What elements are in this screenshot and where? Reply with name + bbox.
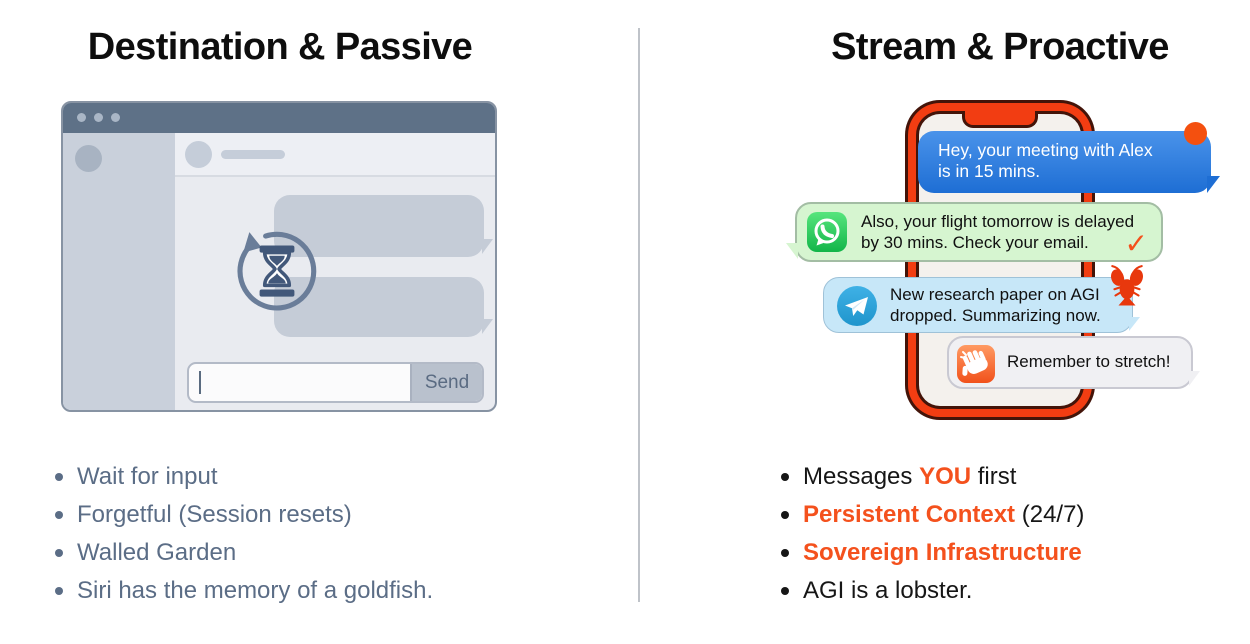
- telegram-notification: New research paper on AGI dropped. Summa…: [823, 277, 1140, 333]
- window-titlebar: [63, 103, 495, 133]
- message-text: Remember to stretch!: [1007, 352, 1171, 371]
- message-text: New research paper on AGI: [890, 285, 1100, 304]
- text-cursor: [199, 371, 201, 394]
- chat-header: [175, 133, 495, 177]
- waving-hand-icon: [956, 344, 996, 384]
- left-title: Destination & Passive: [87, 26, 473, 68]
- list-item: AGI is a lobster.: [776, 572, 1084, 610]
- window-dot-icon: [94, 113, 103, 122]
- chat-bubble-placeholder: [274, 195, 493, 257]
- list-item: Siri has the memory of a goldfish.: [50, 572, 433, 610]
- list-item: Forgetful (Session resets): [50, 496, 433, 534]
- avatar: [185, 141, 212, 168]
- message-text: Also, your flight tomorrow is delayed: [861, 212, 1135, 231]
- chat-window-illustration: Send: [61, 101, 497, 412]
- whatsapp-notification: Also, your flight tomorrow is delayed by…: [786, 202, 1163, 262]
- message-text: dropped. Summarizing now.: [890, 306, 1101, 325]
- list-item: Messages YOU first: [776, 458, 1084, 496]
- notification-dot: [1184, 122, 1207, 145]
- checkmark-icon: ✓: [1124, 227, 1148, 260]
- message-text: is in 15 mins.: [938, 161, 1041, 181]
- list-item: Sovereign Infrastructure: [776, 534, 1084, 572]
- telegram-icon: [836, 285, 878, 327]
- message-text: by 30 mins. Check your email.: [861, 233, 1089, 252]
- left-bullet-list: Wait for input Forgetful (Session resets…: [50, 458, 433, 610]
- window-dot-icon: [111, 113, 120, 122]
- avatar: [75, 145, 102, 172]
- right-title: Stream & Proactive: [831, 26, 1169, 68]
- reminder-notification: Remember to stretch!: [947, 336, 1200, 389]
- message-text: Hey, your meeting with Alex: [938, 140, 1153, 160]
- send-button[interactable]: Send: [410, 364, 482, 401]
- hourglass-refresh-icon: [234, 226, 320, 312]
- message-input[interactable]: Send: [187, 362, 484, 403]
- whatsapp-icon: [806, 211, 848, 253]
- center-divider: [638, 28, 640, 602]
- phone-notch: [962, 111, 1038, 128]
- lobster-icon: [1106, 264, 1148, 306]
- chat-sidebar: [63, 133, 175, 410]
- window-dot-icon: [77, 113, 86, 122]
- list-item: Persistent Context (24/7): [776, 496, 1084, 534]
- contact-name-placeholder: [221, 150, 285, 159]
- imessage-notification: Hey, your meeting with Alex is in 15 min…: [918, 131, 1220, 193]
- list-item: Walled Garden: [50, 534, 433, 572]
- right-bullet-list: Messages YOU first Persistent Context (2…: [776, 458, 1084, 610]
- list-item: Wait for input: [50, 458, 433, 496]
